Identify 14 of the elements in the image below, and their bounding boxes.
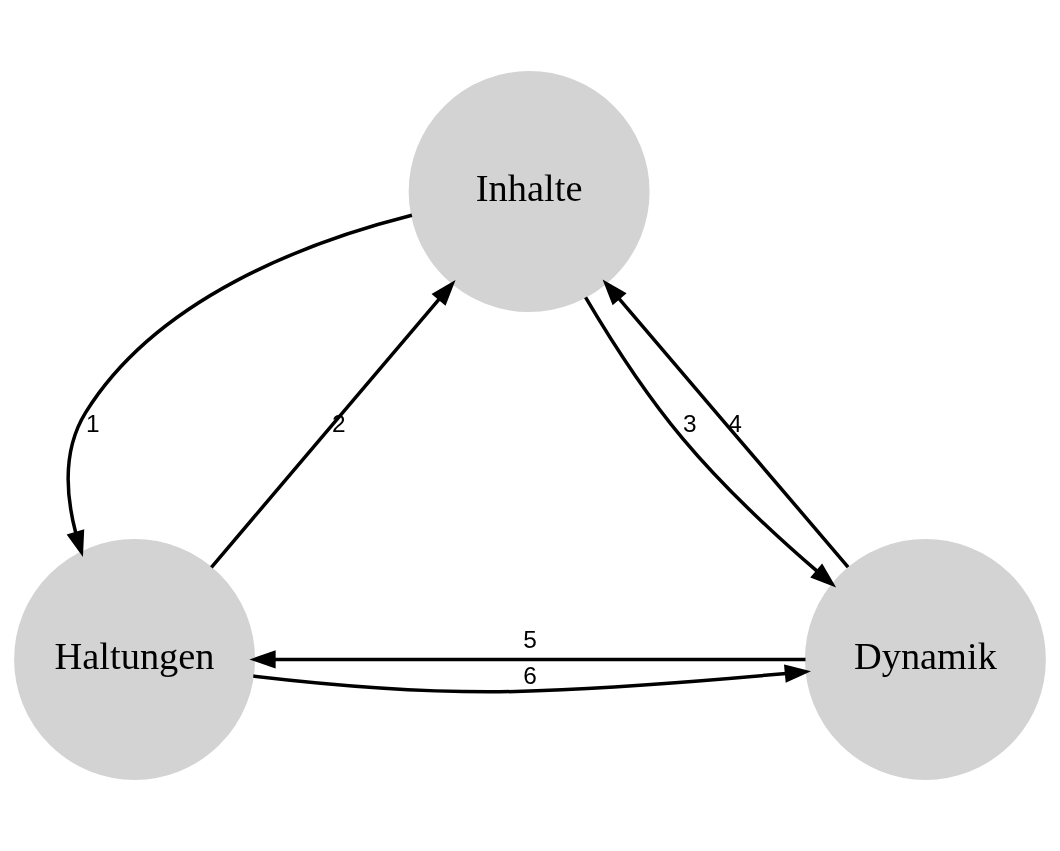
edge-label: 6 <box>523 662 537 690</box>
edge-label: 5 <box>523 625 537 653</box>
arrow <box>249 650 806 669</box>
edge-label: 1 <box>85 409 100 437</box>
arrow <box>602 279 850 569</box>
node-circle: Haltungen <box>14 538 256 780</box>
node-circle: Dynamik <box>804 538 1046 780</box>
edge-label: 4 <box>728 409 742 437</box>
edge-label: 3 <box>682 409 697 437</box>
arrow <box>66 213 413 558</box>
arrow <box>210 279 456 569</box>
node-circle: Inhalte <box>408 71 650 313</box>
arrow <box>253 664 811 694</box>
arrow <box>584 296 837 588</box>
